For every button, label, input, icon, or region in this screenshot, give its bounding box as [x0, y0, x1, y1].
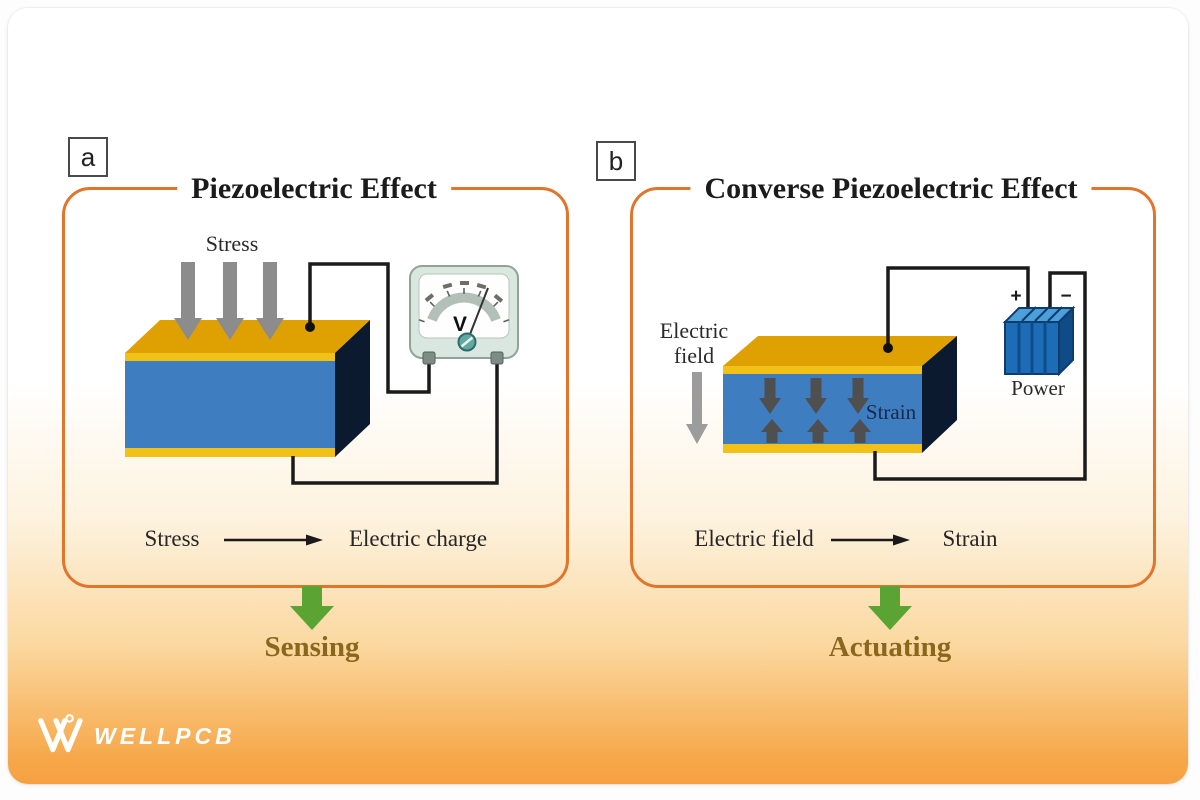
wellpcb-logo: WELLPCB [36, 712, 236, 760]
equation-a-to: Electric charge [348, 526, 488, 551]
equation-a-from: Stress [144, 526, 200, 551]
electric-field-label: Electric field [660, 318, 728, 368]
battery-plus-sign: + [1010, 286, 1022, 307]
panel-a-outline [62, 187, 569, 588]
equation-b-to: Strain [942, 526, 998, 551]
actuating-label: Actuating [828, 631, 952, 663]
equation-b-from: Electric field [694, 526, 814, 551]
wellpcb-logo-text: WELLPCB [94, 723, 236, 749]
panel-b-letter-box: b [596, 141, 636, 181]
stress-label: Stress [205, 231, 259, 256]
strain-block-label: Strain [865, 400, 917, 424]
electric-field-line2: field [673, 343, 715, 368]
panel-a-letter: a [80, 141, 96, 172]
wellpcb-w-icon [38, 714, 83, 753]
voltmeter-letter: V [452, 313, 468, 336]
panel-b-letter: b [608, 145, 624, 176]
panel-a-title: Piezoelectric Effect [177, 172, 451, 206]
electric-field-line1: Electric [659, 318, 729, 343]
panel-b-title: Converse Piezoelectric Effect [690, 172, 1092, 206]
battery-power-label: Power [1011, 376, 1065, 400]
panel-a-letter-box: a [68, 137, 108, 177]
battery-minus-sign: − [1060, 286, 1072, 307]
sensing-label: Sensing [264, 631, 360, 663]
